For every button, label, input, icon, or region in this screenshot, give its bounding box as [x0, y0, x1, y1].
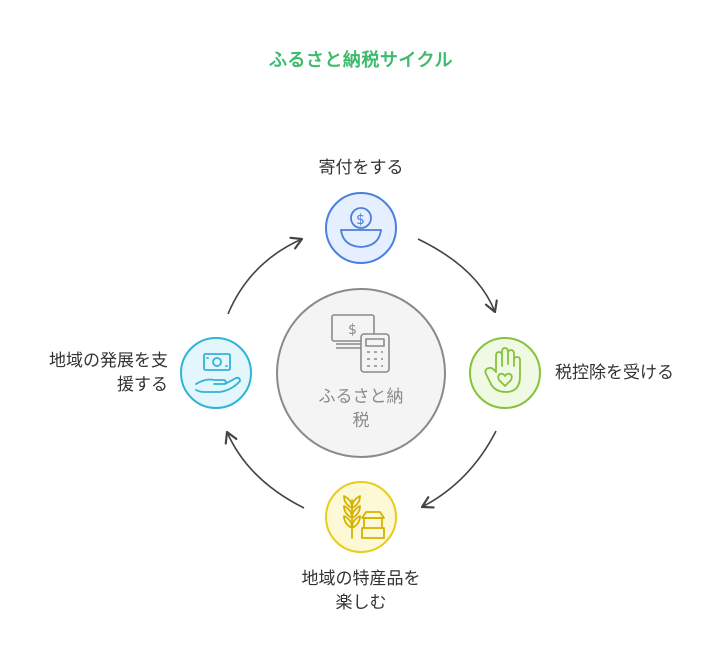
- svg-text:$: $: [356, 212, 365, 228]
- node-donate: $: [325, 192, 397, 264]
- center-label: ふるさと納 税: [276, 385, 446, 433]
- center-label-line1: ふるさと納: [318, 387, 404, 407]
- node-local-specialties: [325, 481, 397, 553]
- hand-heart-icon: [484, 347, 521, 393]
- center-label-line2: 税: [352, 411, 370, 431]
- label-local-specialties-line2: 楽しむ: [335, 593, 387, 613]
- label-local-specialties: 地域の特産品を 楽しむ: [261, 567, 461, 615]
- label-support-region: 地域の発展を支 援する: [10, 349, 168, 397]
- node-tax-deduction: [469, 337, 541, 409]
- coin-bowl-icon: $: [339, 207, 383, 248]
- label-donate: 寄付をする: [318, 158, 404, 178]
- label-support-region-line1: 地域の発展を支: [49, 351, 168, 371]
- center-node: $: [276, 288, 446, 458]
- arrow-left-to-top: [227, 236, 304, 315]
- arrow-top-to-right: [417, 238, 498, 314]
- label-support-region-line2: 援する: [117, 375, 168, 395]
- node-support-region: [180, 337, 252, 409]
- diagram-title: ふるさと納税サイクル: [268, 50, 454, 71]
- arrow-bottom-to-left: [224, 430, 305, 509]
- arrow-right-to-bottom: [420, 430, 497, 509]
- label-tax-deduction: 税控除を受ける: [555, 363, 674, 383]
- label-local-specialties-line1: 地域の特産品を: [301, 569, 421, 589]
- svg-text:$: $: [348, 322, 357, 338]
- cash-hand-icon: [195, 353, 241, 393]
- money-calculator-icon: $: [331, 314, 390, 373]
- wheat-shop-icon: [343, 495, 385, 539]
